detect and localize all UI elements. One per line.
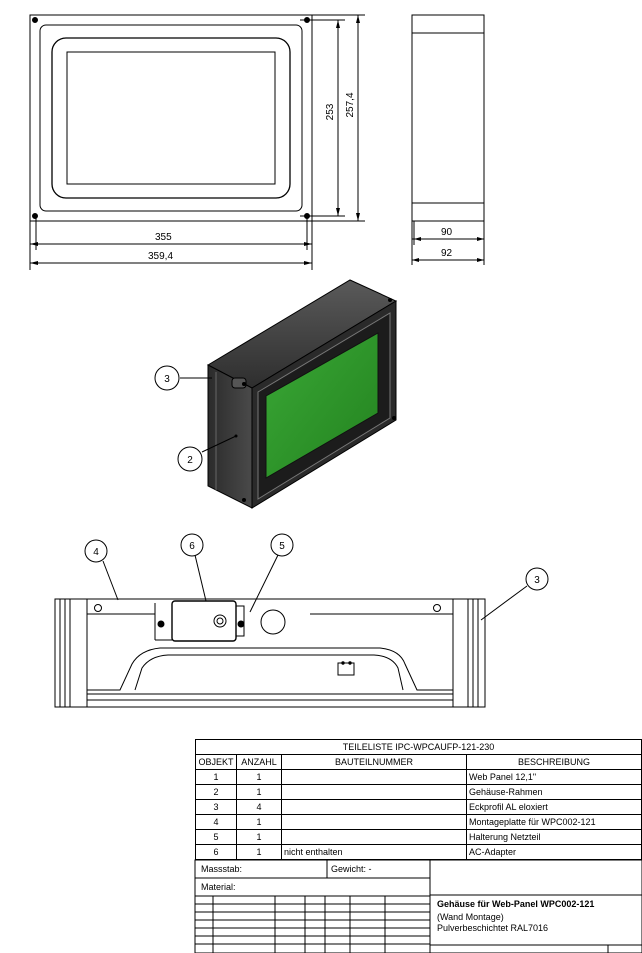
- iso-callouts: [154, 365, 237, 472]
- table-row: 3 4 Eckprofil AL eloxiert: [195, 799, 642, 815]
- cell-bauteilnummer: [281, 799, 467, 815]
- massstab-label: Massstab:: [201, 864, 243, 874]
- callout-4-label: 4: [93, 547, 99, 558]
- side-outline: [411, 14, 485, 222]
- section-view: [54, 598, 486, 708]
- gewicht-label: Gewicht: -: [331, 864, 372, 874]
- side-view: [411, 14, 485, 265]
- dim-253-label: 253: [325, 103, 336, 120]
- cell-bauteilnummer: [281, 829, 467, 845]
- cell-bauteilnummer: [281, 784, 467, 800]
- cell-objekt: 3: [195, 799, 237, 815]
- drawing-finish: Pulverbeschichtet RAL7016: [437, 923, 549, 933]
- cell-objekt: 4: [195, 814, 237, 830]
- callout-bubble: [84, 539, 108, 563]
- section-outline: [54, 598, 486, 708]
- col-header-beschreibung: BESCHREIBUNG: [466, 754, 642, 770]
- cell-beschreibung: Montageplatte für WPC002-121: [466, 814, 642, 830]
- cell-beschreibung: Web Panel 12,1": [466, 769, 642, 785]
- callout-5-label: 5: [279, 541, 285, 552]
- dim-359-label: 359,4: [148, 251, 173, 262]
- dim-92-label: 92: [441, 248, 453, 259]
- cell-anzahl: 1: [236, 814, 282, 830]
- cell-anzahl: 1: [236, 829, 282, 845]
- parts-list-header: OBJEKT ANZAHL BAUTEILNUMMER BESCHREIBUNG: [195, 754, 642, 770]
- front-screen: [66, 51, 276, 185]
- front-arrowheads: [30, 15, 360, 265]
- callout-bubble: [177, 446, 203, 472]
- section-callouts: [84, 533, 549, 621]
- col-header-anzahl: ANZAHL: [236, 754, 282, 770]
- cell-objekt: 2: [195, 784, 237, 800]
- cell-beschreibung: AC-Adapter: [466, 844, 642, 860]
- callout-bubble: [154, 365, 180, 391]
- callout-3-label: 3: [164, 374, 170, 385]
- corner-hole-icon: [32, 213, 38, 219]
- cell-bauteilnummer: [281, 769, 467, 785]
- material-label: Material:: [201, 882, 236, 892]
- col-header-objekt: OBJEKT: [195, 754, 237, 770]
- iso-screen: [265, 332, 379, 479]
- front-view: [29, 14, 365, 270]
- table-row: 2 1 Gehäuse-Rahmen: [195, 784, 642, 800]
- callout-2-label: 2: [187, 455, 193, 466]
- cell-objekt: 1: [195, 769, 237, 785]
- callout-bubble: [180, 533, 204, 557]
- iso-corner-profile: [231, 377, 247, 389]
- title-block-grid: [194, 859, 642, 953]
- drawing-subtitle: (Wand Montage): [437, 912, 504, 922]
- isometric-view: [206, 279, 398, 509]
- callout-bubble: [525, 567, 549, 591]
- front-bezel: [51, 37, 291, 199]
- dim-257-label: 257,4: [345, 92, 356, 117]
- cell-anzahl: 4: [236, 799, 282, 815]
- cell-beschreibung: Halterung Netzteil: [466, 829, 642, 845]
- drawing-title: Gehäuse für Web-Panel WPC002-121: [437, 899, 595, 909]
- dim-90-label: 90: [441, 227, 453, 238]
- parts-list-table: TEILELISTE IPC-WPCAUFP-121-230 OBJEKT AN…: [195, 739, 642, 860]
- cell-bauteilnummer: [281, 814, 467, 830]
- cell-anzahl: 1: [236, 844, 282, 860]
- table-row: 1 1 Web Panel 12,1": [195, 769, 642, 785]
- dim-355-label: 355: [155, 232, 172, 243]
- front-outer-frame: [29, 14, 313, 222]
- cell-bauteilnummer: nicht enthalten: [281, 844, 467, 860]
- col-header-bauteilnummer: BAUTEILNUMMER: [281, 754, 467, 770]
- callout-3-label: 3: [534, 575, 540, 586]
- callout-6-label: 6: [189, 541, 195, 552]
- callout-bubble: [270, 533, 294, 557]
- parts-list-title: TEILELISTE IPC-WPCAUFP-121-230: [195, 739, 642, 755]
- cell-beschreibung: Eckprofil AL eloxiert: [466, 799, 642, 815]
- table-row: 4 1 Montageplatte für WPC002-121: [195, 814, 642, 830]
- corner-hole-icon: [32, 17, 38, 23]
- cell-anzahl: 1: [236, 769, 282, 785]
- cell-objekt: 6: [195, 844, 237, 860]
- table-row: 5 1 Halterung Netzteil: [195, 829, 642, 845]
- front-inner-frame: [39, 24, 303, 212]
- table-row: 6 1 nicht enthalten AC-Adapter: [195, 844, 642, 860]
- cell-anzahl: 1: [236, 784, 282, 800]
- cell-objekt: 5: [195, 829, 237, 845]
- cell-beschreibung: Gehäuse-Rahmen: [466, 784, 642, 800]
